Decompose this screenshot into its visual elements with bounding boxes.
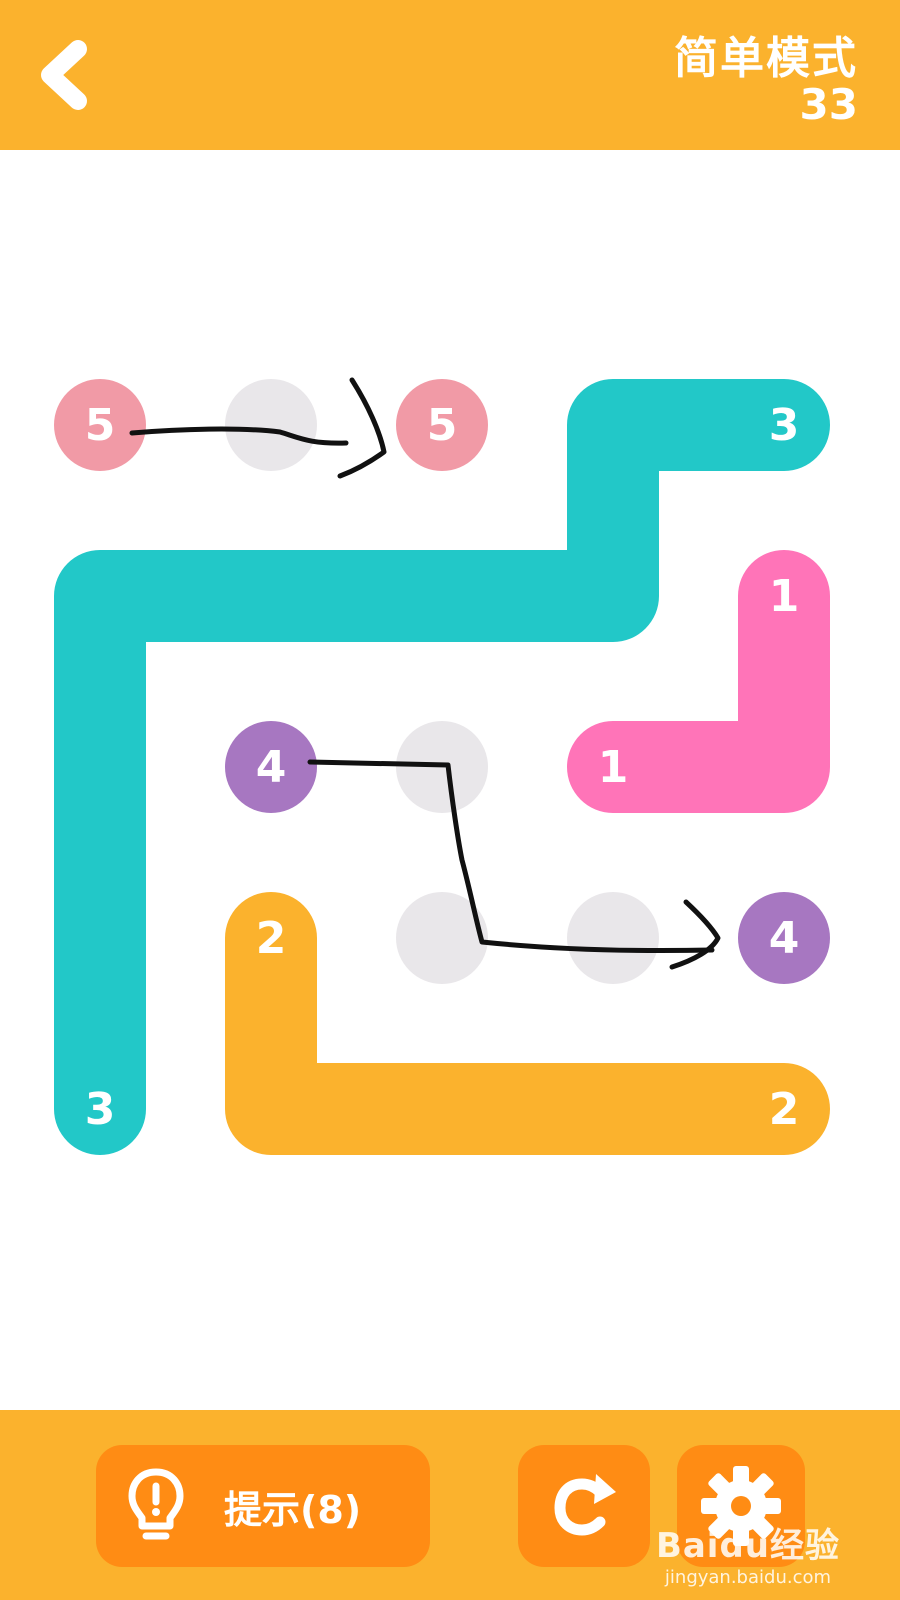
number-dot-4[interactable]	[738, 892, 830, 984]
path-endpoint-label: 2	[769, 1084, 800, 1135]
path-endpoint-label: 1	[598, 742, 629, 793]
mode-title: 简单模式	[674, 33, 858, 84]
hint-button[interactable]: 提示(8)	[96, 1445, 430, 1567]
path-endpoint-label: 3	[769, 400, 800, 451]
number-dot-5[interactable]	[54, 379, 146, 471]
number-dot-label: 5	[427, 400, 458, 451]
number-dot-label: 4	[769, 913, 800, 964]
number-dot-5[interactable]	[396, 379, 488, 471]
path-1[interactable]	[567, 550, 830, 813]
number-dot-label: 5	[85, 400, 116, 451]
top-bar: 简单模式 33	[0, 0, 900, 150]
annotation-arrowhead-5	[337, 377, 387, 479]
empty-cell-dot	[225, 379, 317, 471]
annotation-arrow-5	[129, 426, 349, 446]
annotation-arrowhead-4	[669, 899, 721, 970]
path-endpoint-label: 2	[256, 913, 287, 964]
baidu-watermark: Baidu经验 jingyan.baidu.com	[656, 1518, 840, 1588]
path-3[interactable]	[54, 379, 830, 1155]
level-number: 33	[799, 80, 858, 129]
hint-label: 提示(8)	[224, 1487, 362, 1532]
gear-icon	[701, 1466, 781, 1546]
watermark-url: jingyan.baidu.com	[664, 1567, 832, 1588]
number-dot-label: 4	[256, 742, 287, 793]
path-endpoint-label: 1	[769, 571, 800, 622]
redo-arrow-icon	[554, 1474, 616, 1536]
watermark-logo: Baidu经验	[655, 1526, 840, 1566]
bottom-toolbar: 提示(8) Baidu经验 jingyan.baidu.com	[0, 1410, 900, 1600]
number-dot-4[interactable]	[225, 721, 317, 813]
empty-cell-dot	[567, 892, 659, 984]
path-endpoint-label: 3	[85, 1084, 116, 1135]
redo-button[interactable]	[518, 1445, 650, 1567]
empty-cell-dot	[396, 892, 488, 984]
lightbulb-icon	[128, 1468, 184, 1540]
back-button[interactable]	[30, 35, 105, 115]
board-canvas[interactable]: 3 3 1 1 2 2 5 5 4 4	[0, 150, 900, 1410]
path-2[interactable]	[225, 892, 830, 1155]
annotation-arrow-4	[307, 759, 715, 954]
settings-button[interactable]	[677, 1445, 805, 1567]
chevron-left-icon	[41, 40, 87, 110]
puzzle-board[interactable]: 3 3 1 1 2 2 5 5 4 4	[0, 150, 900, 1410]
